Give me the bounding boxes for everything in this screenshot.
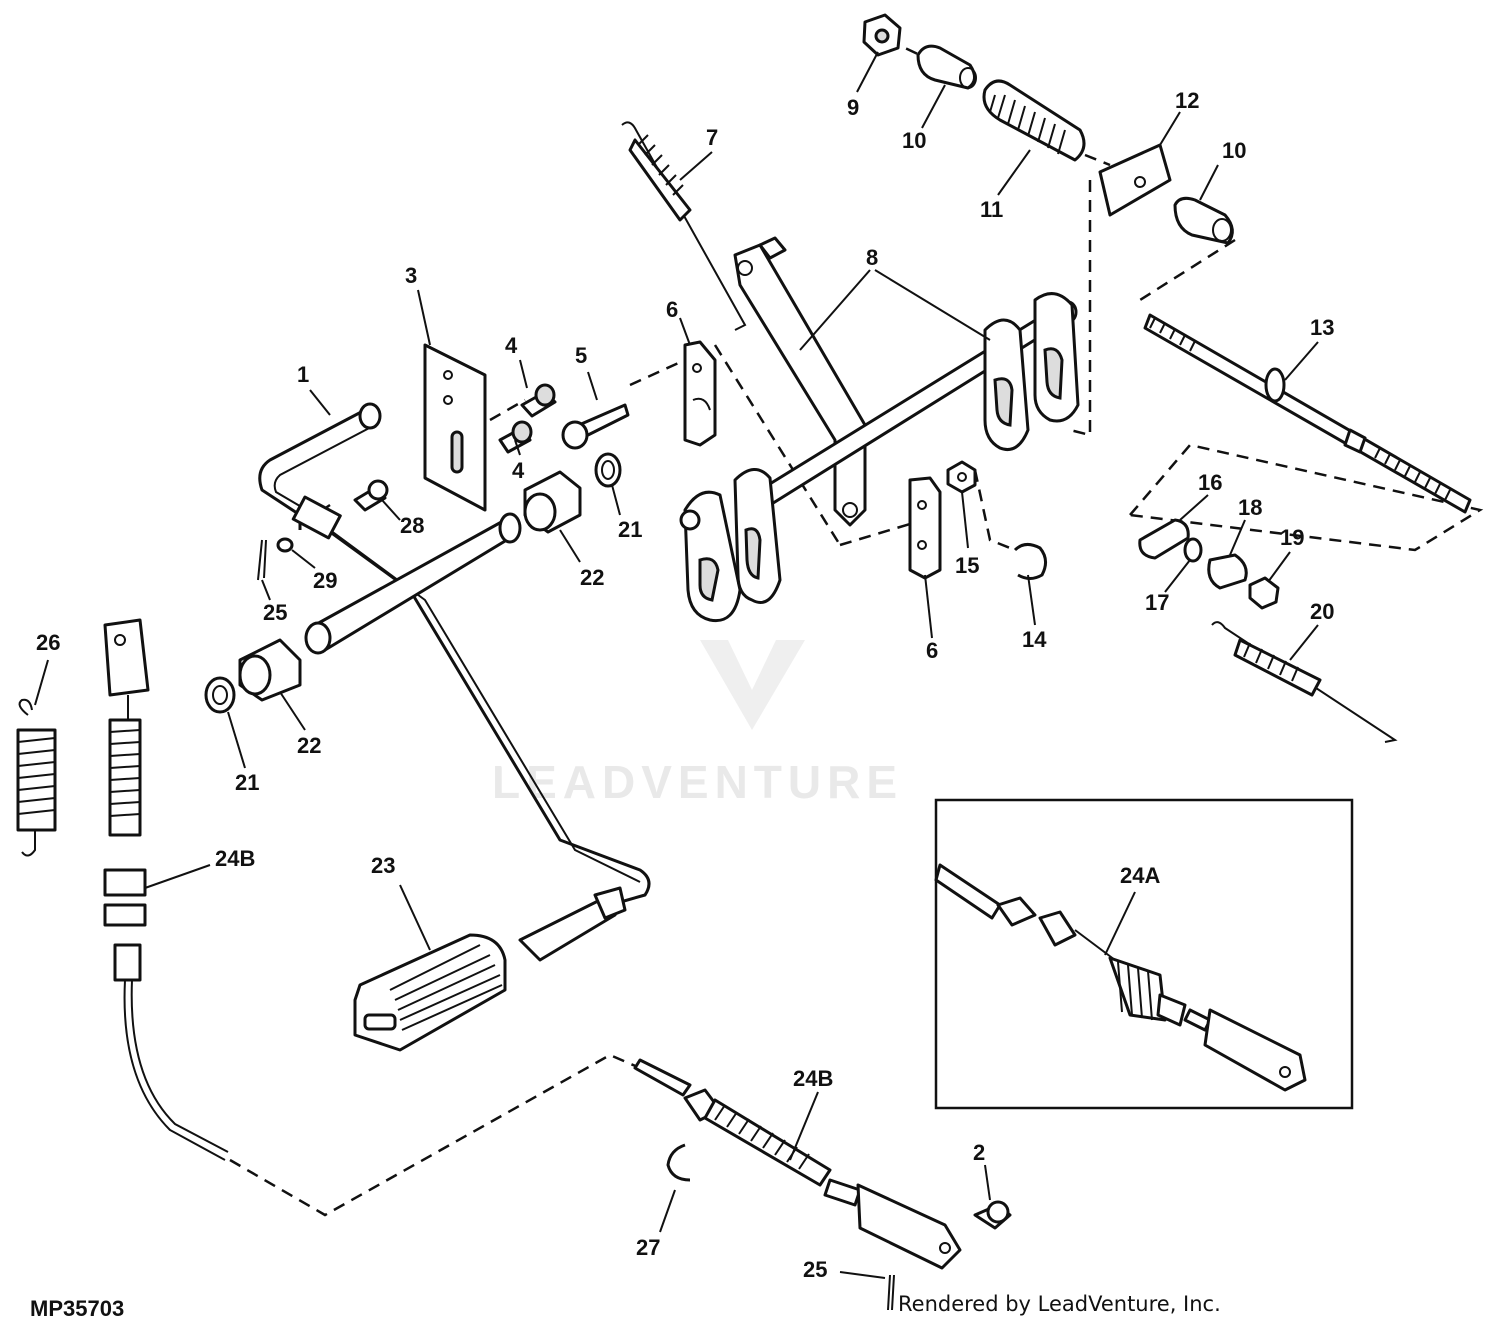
callout-3: 3: [405, 263, 417, 288]
callout-21-lower: 21: [235, 770, 259, 795]
callout-19: 19: [1280, 525, 1304, 550]
callout-14: 14: [1022, 627, 1047, 652]
rod-part-13: [1143, 313, 1472, 514]
callout-29: 29: [313, 568, 337, 593]
callout-8: 8: [866, 245, 878, 270]
callout-17: 17: [1145, 590, 1169, 615]
watermark: LEADVENTURE: [492, 640, 903, 808]
cable-part-24b-left: [103, 618, 229, 1161]
upper-right-hardware: [862, 13, 1234, 245]
callout-11: 11: [980, 197, 1003, 222]
callout-20: 20: [1310, 599, 1334, 624]
callout-5: 5: [575, 343, 587, 368]
callout-24a: 24A: [1120, 863, 1160, 888]
callout-16: 16: [1198, 470, 1222, 495]
callout-12: 12: [1175, 88, 1199, 113]
callout-numbers: 1 2 3 4 4 5 6 6 7 8 9 10 10 11 12 13 14 …: [36, 88, 1334, 1282]
small-hardware-14-20: [946, 460, 1398, 743]
callout-9: 9: [847, 95, 859, 120]
callout-1: 1: [297, 362, 309, 387]
bushings-and-washers: [204, 452, 622, 714]
callout-22-upper: 22: [580, 565, 604, 590]
callout-21-upper: 21: [618, 517, 642, 542]
callout-7: 7: [706, 125, 718, 150]
callout-24b-left: 24B: [215, 846, 255, 871]
render-credit: Rendered by LeadVenture, Inc.: [898, 1292, 1221, 1316]
callout-26: 26: [36, 630, 60, 655]
watermark-text: LEADVENTURE: [492, 756, 903, 808]
callout-27: 27: [636, 1235, 660, 1260]
callout-4-lower: 4: [512, 458, 525, 483]
callout-6-lower: 6: [926, 638, 938, 663]
callout-15: 15: [955, 553, 979, 578]
callout-23: 23: [371, 853, 395, 878]
callout-25-upper: 25: [263, 600, 287, 625]
callout-22-lower: 22: [297, 733, 321, 758]
callout-18: 18: [1238, 495, 1262, 520]
spring-part-26: [16, 698, 57, 857]
plate-part-3: [423, 343, 487, 512]
inset-detail-24a: [934, 798, 1354, 1110]
callout-4-upper: 4: [505, 333, 518, 358]
rockshaft-part-8: [679, 236, 1080, 623]
callout-leaders: [34, 51, 1319, 1279]
pedal-shaft-part-1: [258, 402, 651, 962]
figure-code: MP35703: [30, 1296, 125, 1321]
bolts: [353, 383, 630, 512]
callout-28: 28: [400, 513, 424, 538]
callout-10-left: 10: [902, 128, 926, 153]
callout-24b-bottom: 24B: [793, 1066, 833, 1091]
callout-6-upper: 6: [666, 297, 678, 322]
links-part-6: [683, 340, 942, 580]
pedal-pad-part-23: [353, 933, 507, 1052]
callout-13: 13: [1310, 315, 1334, 340]
callout-25-lower: 25: [803, 1257, 827, 1282]
callout-10-right: 10: [1222, 138, 1246, 163]
callout-2: 2: [973, 1140, 985, 1165]
spring-part-7: [621, 121, 747, 331]
